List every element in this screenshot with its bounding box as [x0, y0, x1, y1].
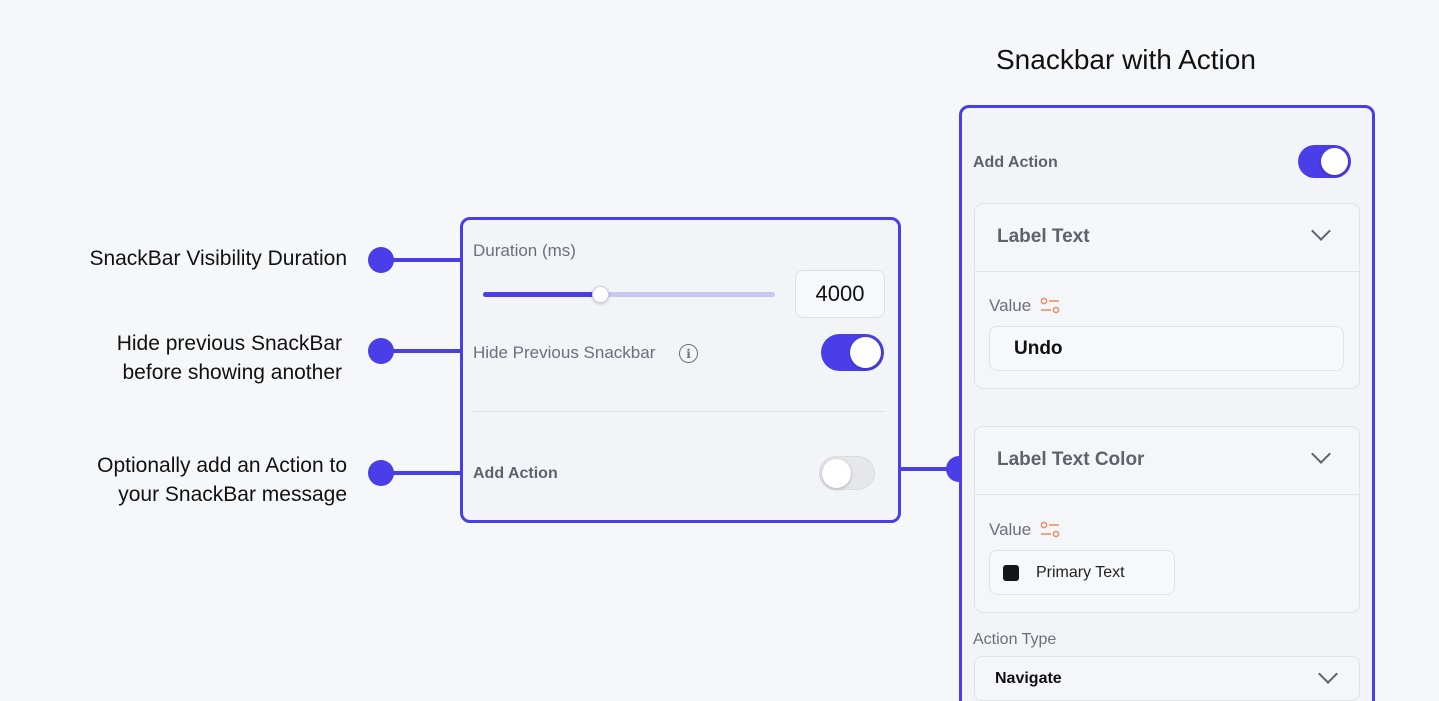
connector-line-right — [899, 467, 961, 471]
annotation-action-line1: Optionally add an Action to — [97, 454, 347, 477]
toggle-knob — [1321, 148, 1348, 175]
duration-slider[interactable] — [483, 286, 775, 303]
info-icon[interactable]: i — [679, 344, 698, 363]
label-text-color-title: Label Text Color — [997, 449, 1145, 470]
label-text-value-label: Value — [989, 296, 1032, 315]
connector-dot-hide — [368, 338, 394, 364]
variable-icon[interactable] — [1040, 521, 1060, 539]
color-swatch — [1003, 565, 1019, 581]
connector-line-duration — [381, 258, 463, 262]
toggle-knob — [822, 459, 851, 488]
label-text-value: Undo — [1014, 338, 1063, 359]
label-text-header[interactable]: Label Text — [975, 204, 1359, 272]
annotation-hide-line2: before showing another — [122, 361, 343, 384]
label-text-color-value-label: Value — [989, 520, 1032, 539]
connector-line-action — [381, 471, 463, 475]
label-text-value-input[interactable]: Undo — [989, 326, 1344, 371]
right-panel-title: Snackbar with Action — [996, 44, 1256, 75]
connector-line-hide — [381, 349, 463, 353]
annotation-action-line2: your SnackBar message — [118, 483, 347, 506]
hide-previous-toggle[interactable] — [821, 334, 884, 371]
toggle-knob — [850, 337, 881, 368]
annotation-add-action: Optionally add an Action to your SnackBa… — [97, 451, 347, 509]
action-type-label: Action Type — [973, 631, 1057, 648]
duration-input[interactable]: 4000 — [795, 270, 885, 318]
annotation-duration-text: SnackBar Visibility Duration — [89, 247, 347, 270]
chevron-down-icon[interactable] — [1318, 664, 1338, 684]
label-text-color-input[interactable]: Primary Text — [989, 550, 1175, 595]
add-action-label: Add Action — [473, 465, 558, 482]
snackbar-action-panel: Add Action Label Text Value Undo Label T… — [959, 105, 1375, 701]
duration-slider-fill — [483, 292, 600, 297]
duration-slider-thumb[interactable] — [591, 286, 609, 303]
connector-dot-duration — [368, 247, 394, 273]
panel-divider — [473, 411, 885, 412]
action-type-select[interactable]: Navigate — [974, 656, 1360, 701]
connector-dot-action — [368, 460, 394, 486]
add-action-toggle-right[interactable] — [1298, 145, 1351, 178]
hide-previous-label: Hide Previous Snackbar — [473, 343, 656, 362]
label-text-color-value: Primary Text — [1036, 564, 1125, 581]
duration-label: Duration (ms) — [473, 241, 576, 260]
label-text-color-card: Label Text Color Value Primary Text — [974, 426, 1360, 613]
label-text-card: Label Text Value Undo — [974, 203, 1360, 389]
action-type-value: Navigate — [995, 670, 1062, 687]
label-text-title: Label Text — [997, 226, 1090, 247]
annotation-duration: SnackBar Visibility Duration — [89, 244, 347, 273]
chevron-down-icon[interactable] — [1311, 444, 1331, 464]
variable-icon[interactable] — [1040, 297, 1060, 315]
chevron-down-icon[interactable] — [1311, 221, 1331, 241]
annotation-hide-line1: Hide previous SnackBar — [116, 332, 342, 355]
add-action-toggle[interactable] — [819, 456, 875, 490]
snackbar-settings-panel: Duration (ms) 4000 Hide Previous Snackba… — [460, 217, 901, 523]
annotation-hide-previous: Hide previous SnackBar before showing an… — [117, 329, 342, 387]
label-text-color-header[interactable]: Label Text Color — [975, 427, 1359, 495]
add-action-label-right: Add Action — [973, 154, 1058, 171]
